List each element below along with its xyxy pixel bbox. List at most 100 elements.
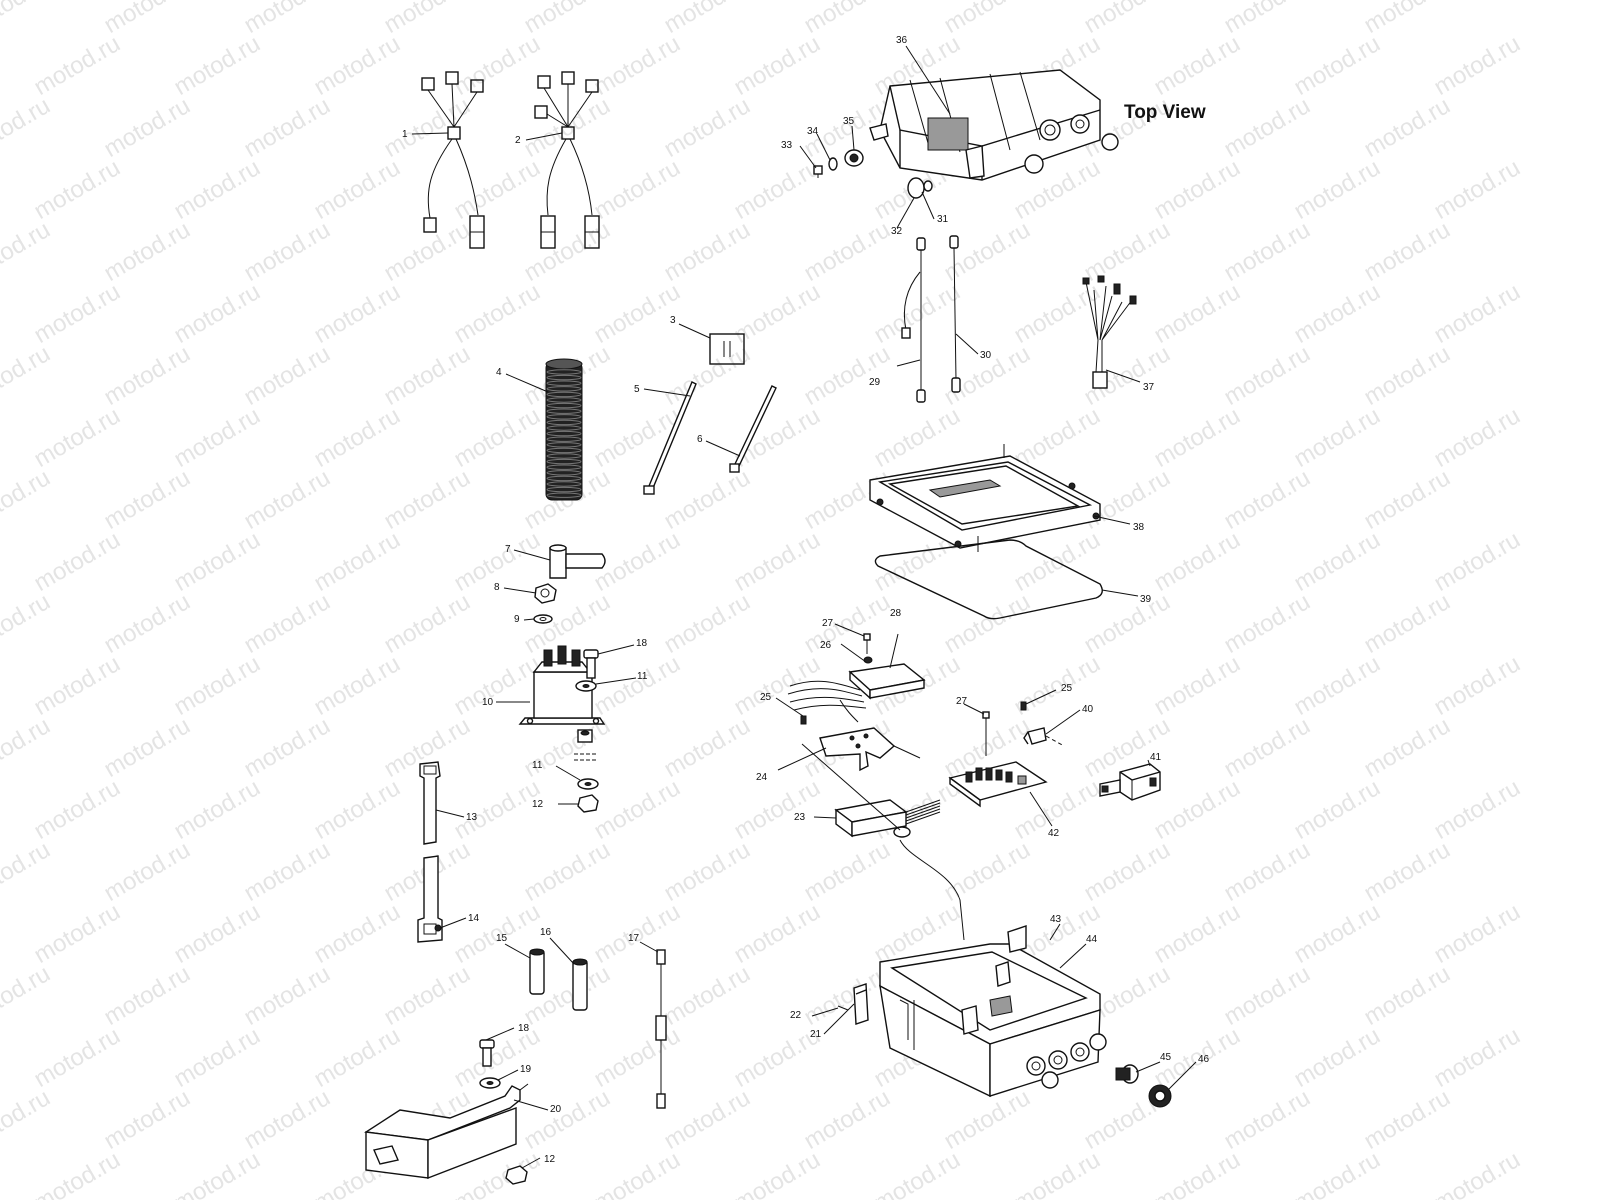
part-4-loom [545,358,583,501]
callout-24: 24 [756,772,768,783]
loom-ring [546,453,582,459]
callout-29: 29 [869,377,881,388]
callout-18-bottom: 18 [518,1023,530,1034]
callout-10: 10 [482,697,494,708]
part-3-decal [709,333,745,365]
callout-35: 35 [843,116,855,127]
callout-1: 1 [402,129,408,140]
callout-39: 39 [1140,594,1152,605]
callout-15: 15 [496,933,508,944]
callout-21: 21 [810,1029,822,1040]
loom-ring [546,442,582,448]
part-10-solenoid [518,645,606,725]
callout-30: 30 [980,350,992,361]
part-36-top-cover [869,69,1119,181]
callout-2: 2 [515,135,521,146]
callout-11-bottom: 11 [532,760,543,771]
callout-6: 6 [697,434,703,445]
callout-44: 44 [1086,934,1098,945]
loom-ring [546,391,582,398]
callout-11-top: 11 [637,671,648,682]
part-25-screw-right [1020,701,1027,711]
part-30-cable [949,235,961,393]
part-5-tie [643,381,697,495]
loom-ring [546,475,582,482]
part-41-relay [1099,763,1161,801]
part-28-module [848,663,926,700]
part-34-washer [828,157,838,171]
part-15-sleeve [529,948,545,995]
loom-ring [546,374,582,381]
part-7-boot [549,544,606,579]
callout-23: 23 [794,812,806,823]
callout-20: 20 [550,1104,562,1115]
callout-26: 26 [820,640,832,651]
callout-labels: 1 2 3 4 5 6 7 8 9 10 11 11 12 12 13 14 1… [402,35,1210,1165]
callout-27-mid: 27 [956,696,968,707]
callout-12-mid: 12 [532,799,544,810]
callout-17: 17 [628,933,640,944]
callout-27-top: 27 [822,618,834,629]
part-20-bracket [364,1083,529,1180]
part-1-harness [421,71,485,249]
part-37-pigtail [1082,275,1137,389]
part-40-clip [1023,727,1065,747]
callout-41: 41 [1150,752,1162,763]
part-26-washer [863,656,873,664]
loom-ring [546,447,582,454]
callout-13: 13 [466,812,478,823]
loom-ring [546,481,582,487]
part-42-board [948,761,1048,808]
part-14-strap [417,855,443,943]
part-11-washer-top [575,680,597,692]
part-17-cable [655,949,667,1109]
callout-36: 36 [896,35,908,46]
callout-12-bottom: 12 [544,1154,556,1165]
callout-3: 3 [670,315,676,326]
part-8-nut [534,583,557,604]
part-16-sleeve [572,958,588,1011]
callout-34: 34 [807,126,819,137]
callout-25-left: 25 [760,692,772,703]
callout-7: 7 [505,544,511,555]
callout-14: 14 [468,913,480,924]
callout-5: 5 [634,384,640,395]
loom-ring [546,458,582,465]
callout-18-top: 18 [636,638,648,649]
part-12-nut-bottom [505,1165,528,1185]
part-25-screw-left [800,715,807,725]
part-24-bracket [819,727,921,772]
loom-ring [546,380,582,386]
loom-ring [546,419,582,426]
part-33-screw [813,165,823,178]
wire-bundle [787,680,867,723]
part-39-gasket [874,539,1103,620]
callout-9: 9 [514,614,520,625]
part-19-washer [479,1077,501,1089]
part-44-base [879,925,1107,1098]
loom-ring [546,414,582,420]
part-9-washer [533,614,553,624]
loom-ring [546,492,582,498]
part-18-bolt-bottom [479,1039,495,1067]
loom-ring [546,470,582,476]
part-45-plug [1115,1064,1139,1084]
part-27-screw-mid [982,711,990,756]
callout-45: 45 [1160,1052,1172,1063]
callout-42: 42 [1048,828,1060,839]
callout-37: 37 [1143,382,1155,393]
loom-ring [546,464,582,470]
callout-43: 43 [1050,914,1062,925]
part-22-pin [837,1005,849,1011]
part-13-strap [419,761,441,845]
loom-ring [546,486,582,493]
callout-8: 8 [494,582,500,593]
part-6-tie [729,385,777,473]
loom-ring [546,397,582,403]
part-21-latch [853,983,869,1025]
loom-ring [546,408,582,414]
callout-25-right: 25 [1061,683,1073,694]
callout-38: 38 [1133,522,1145,533]
callout-28: 28 [890,608,902,619]
